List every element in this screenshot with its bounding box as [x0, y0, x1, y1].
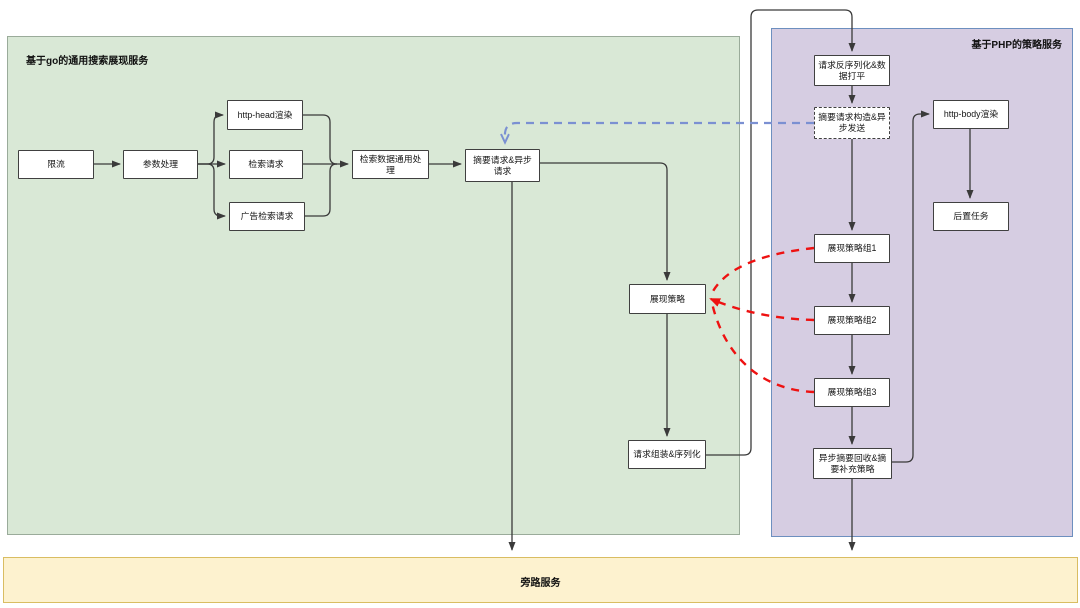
- node-label: 摘要请求&异步请求: [473, 154, 532, 176]
- node-ad-search-request: 广告检索请求: [229, 202, 305, 231]
- node-summary-async-request: 摘要请求&异步请求: [465, 149, 540, 182]
- node-label: 广告检索请求: [240, 211, 294, 221]
- node-label: http-head渲染: [237, 109, 293, 120]
- node-post-task: 后置任务: [933, 202, 1009, 231]
- node-summary-request-build: 摘要请求构造&异步发送: [814, 107, 890, 139]
- node-request-deserialize: 请求反序列化&数据打平: [814, 55, 890, 86]
- node-label: 展现策略组1: [827, 243, 877, 253]
- node-label: 检索数据通用处理: [359, 153, 422, 175]
- node-label: 后置任务: [953, 211, 989, 221]
- go-service-title: 基于go的通用搜索展现服务: [26, 56, 149, 67]
- node-strategy-group-2: 展现策略组2: [814, 306, 890, 335]
- bypass-service-title: 旁路服务: [520, 578, 561, 589]
- node-param-processing: 参数处理: [123, 150, 198, 179]
- php-service-title: 基于PHP的策略服务: [971, 40, 1062, 51]
- node-label: 异步摘要回收&摘要补充策略: [818, 452, 887, 474]
- node-label: 展现策略: [649, 293, 686, 304]
- node-search-request: 检索请求: [229, 150, 303, 179]
- node-label: 请求组装&序列化: [633, 449, 701, 459]
- node-label: 摘要请求构造&异步发送: [818, 112, 886, 133]
- node-strategy-group-3: 展现策略组3: [814, 378, 890, 407]
- node-strategy-group-1: 展现策略组1: [814, 234, 890, 263]
- node-label: http-body渲染: [943, 109, 999, 119]
- node-label: 限流: [47, 159, 65, 169]
- node-label: 展现策略组3: [827, 387, 877, 397]
- node-http-head-render: http-head渲染: [227, 100, 303, 130]
- node-label: 请求反序列化&数据打平: [818, 59, 886, 81]
- node-rate-limit: 限流: [18, 150, 94, 179]
- node-async-summary-recycle: 异步摘要回收&摘要补充策略: [813, 448, 892, 479]
- bypass-service-region: 旁路服务: [3, 557, 1078, 603]
- node-label: 参数处理: [142, 159, 179, 169]
- go-service-region: 基于go的通用搜索展现服务: [7, 36, 740, 535]
- node-label: 展现策略组2: [827, 315, 877, 325]
- node-display-strategy: 展现策略: [629, 284, 706, 314]
- node-http-body-render: http-body渲染: [933, 100, 1009, 129]
- node-search-data-processing: 检索数据通用处理: [352, 150, 429, 179]
- node-label: 检索请求: [248, 159, 284, 169]
- node-request-assembly: 请求组装&序列化: [628, 440, 706, 469]
